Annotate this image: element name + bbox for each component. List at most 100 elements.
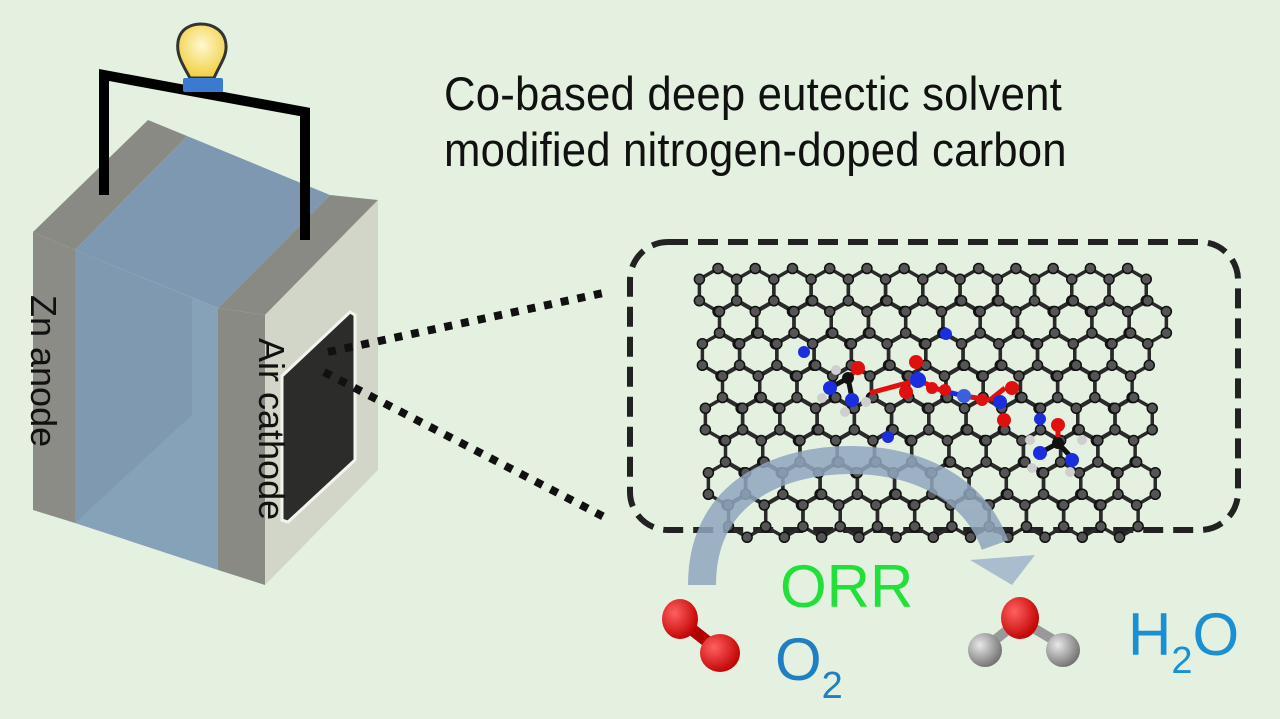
carbon-atom — [1034, 402, 1047, 414]
carbon-atom — [806, 338, 819, 350]
carbon-atom — [964, 531, 977, 543]
nitrogen-atom — [1034, 413, 1046, 425]
cathode-top — [218, 195, 378, 315]
hexagon-ring — [1061, 492, 1103, 540]
carbon-atom — [1141, 295, 1154, 307]
carbon-atom — [1112, 488, 1124, 500]
carbon-atom — [768, 295, 780, 307]
carbon-atom — [938, 370, 951, 382]
carbon-atom — [815, 531, 828, 543]
carbon-atom — [829, 391, 842, 404]
light-bulb-icon — [176, 22, 228, 92]
nitrogen-atom — [993, 395, 1007, 409]
carbon-atom — [834, 520, 846, 533]
carbon-atom — [1121, 305, 1134, 318]
chemical-bond — [869, 377, 919, 396]
nitrogen-atom — [940, 328, 952, 340]
carbon-atom — [980, 456, 992, 468]
carbon-atom — [774, 402, 786, 414]
carbon-atom — [752, 370, 764, 382]
carbon-atom — [778, 531, 791, 543]
cobalt-atom — [957, 389, 971, 403]
carbon-atom — [899, 327, 912, 339]
anode-front — [33, 232, 75, 523]
carbon-atom — [977, 370, 989, 382]
carbon-atom — [719, 456, 732, 468]
carbon-atom — [788, 327, 800, 339]
carbon-atom — [1106, 338, 1118, 350]
nitrogen-atom — [798, 346, 810, 358]
carbon-atom — [805, 273, 817, 285]
carbon-atom — [890, 531, 902, 543]
carbon-atom — [809, 402, 822, 414]
carbon-atom — [1109, 402, 1121, 414]
carbon-atom — [696, 359, 709, 371]
carbon-atom — [908, 520, 921, 533]
carbon-atom — [1020, 520, 1033, 533]
carbon-atom — [774, 424, 786, 436]
carbon-atom — [1076, 488, 1089, 500]
carbon-atom — [812, 424, 825, 436]
carbon-atom — [917, 273, 929, 285]
carbon-atom — [730, 273, 743, 285]
h2o-molecule-icon — [968, 597, 1080, 667]
hexagon-ring — [875, 492, 917, 540]
magnified-region-frame — [627, 239, 1241, 533]
carbon-atom — [851, 488, 864, 500]
carbon-atom — [777, 488, 789, 500]
carbon-atom — [733, 338, 746, 350]
carbon-atom — [699, 402, 712, 414]
zinc-air-battery — [33, 22, 378, 585]
hydrogen-atom — [861, 397, 871, 407]
carbon-atom — [768, 273, 780, 285]
carbon-atom — [848, 424, 861, 436]
carbon-atom — [1073, 467, 1086, 479]
carbon-atom — [1019, 456, 1031, 468]
chemical-bond — [988, 386, 1007, 402]
carbon-atom — [935, 262, 948, 275]
oxygen-atom — [899, 385, 913, 399]
carbon-atom — [1048, 327, 1061, 339]
h2o-suffix: O — [1192, 601, 1240, 668]
carbon-atom — [1037, 488, 1050, 500]
carbon-atom — [1051, 391, 1064, 404]
carbon-atom — [1103, 295, 1115, 307]
carbon-atom — [1092, 434, 1104, 447]
carbon-atom — [993, 338, 1005, 350]
carbon-atom — [1124, 370, 1137, 382]
electrolyte-top — [75, 136, 330, 308]
carbon-atom — [1149, 488, 1161, 500]
carbon-atom — [1084, 262, 1097, 275]
carbon-atom — [1010, 262, 1022, 275]
carbon-atom — [1002, 488, 1014, 500]
carbon-atom — [955, 338, 968, 350]
carbon-atom — [693, 295, 706, 307]
carbon-atom — [1010, 305, 1022, 318]
carbon-atom — [1141, 338, 1154, 350]
carbon-atom — [1066, 273, 1078, 285]
electrolyte-shade — [75, 250, 192, 523]
carbon-atom — [958, 402, 971, 414]
carbon-atom — [884, 402, 896, 414]
o2-symbol: O — [775, 626, 822, 693]
oxygen-atom — [1005, 381, 1019, 395]
carbon-atom — [741, 531, 753, 543]
carbon-atom — [1028, 295, 1041, 307]
carbon-atom — [961, 467, 974, 479]
hydrogen-atom — [831, 365, 841, 375]
carbon-atom — [884, 359, 896, 371]
carbon-atom — [870, 499, 882, 511]
carbon-atom — [1112, 467, 1124, 479]
carbon-atom — [823, 305, 836, 318]
carbon-atom — [806, 295, 819, 307]
carbon-atom — [1031, 359, 1044, 371]
carbon-atom — [716, 391, 729, 404]
nitrogen-atom — [845, 393, 859, 407]
carbon-atom — [974, 327, 986, 339]
carbon-atom — [1113, 531, 1126, 543]
carbon-atom — [1109, 424, 1121, 436]
carbon-atom — [1067, 295, 1080, 307]
carbon-atom — [941, 434, 954, 447]
carbon-atom — [842, 295, 855, 307]
carbon-atom — [899, 305, 912, 318]
